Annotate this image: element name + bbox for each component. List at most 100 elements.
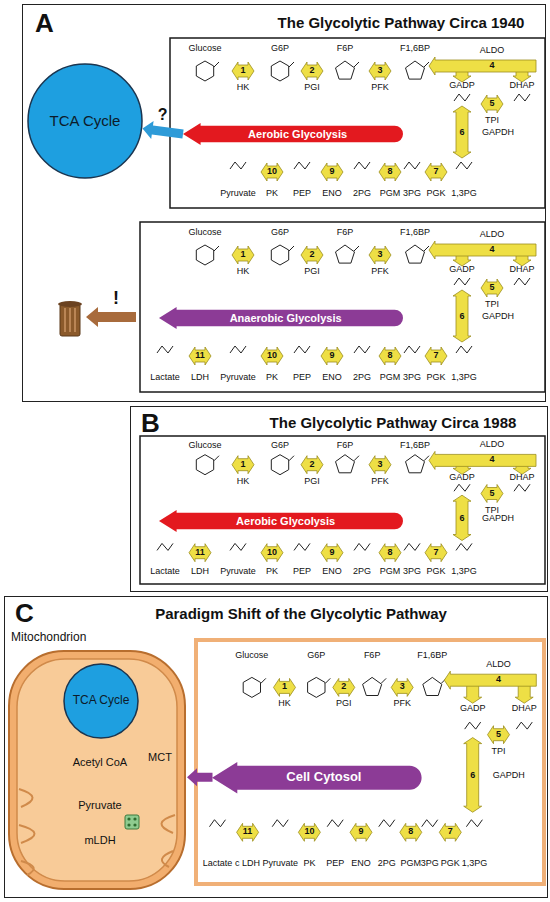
carbon-chain [404, 162, 420, 169]
alert-mark: ! [113, 289, 119, 309]
enzyme-label: PFK [393, 699, 411, 709]
panel-frame: AThe Glycolytic Pathway Circa 1940TCA Cy… [22, 4, 546, 402]
enzyme-arrow [189, 347, 211, 365]
enzyme-number: 5 [489, 283, 494, 293]
enzyme-number: 9 [358, 827, 363, 837]
bond-line [354, 62, 359, 67]
bond-line [354, 246, 359, 251]
pathway-box [140, 436, 545, 584]
pathway-label: Anaerobic Glycolysis [230, 312, 342, 325]
enzyme-label: ALDO [480, 46, 505, 56]
enzyme-arrow [481, 485, 503, 503]
enzyme-number: 10 [267, 351, 277, 361]
trash-stripe [69, 308, 71, 332]
enzyme-arrow [444, 671, 536, 689]
enzyme-label: PGM [401, 859, 422, 869]
enzyme-label: ENO [322, 189, 342, 199]
enzyme-number: 6 [459, 514, 464, 524]
bond-line [424, 62, 429, 67]
enzyme-label: PK [303, 859, 315, 869]
metabolite-label: G6P [271, 44, 289, 54]
enzyme-label: GAPDH [493, 771, 525, 781]
bond-line [325, 678, 330, 683]
carbon-chain [157, 543, 173, 550]
enzyme-arrow [464, 738, 482, 813]
carbon-chain [157, 346, 173, 353]
enzyme-label: ENO [322, 373, 342, 383]
enzyme-number: 6 [459, 312, 464, 322]
cycle-label: TCA Cycle [73, 694, 130, 708]
enzyme-label: HK [237, 477, 250, 487]
carbon-chain [294, 543, 310, 550]
enzyme-label: PK [266, 373, 278, 383]
carbon-chain [454, 278, 470, 285]
metabolite-label: F6P [337, 228, 354, 238]
carbon-chain [456, 346, 472, 353]
pathway-label: Cell Cytosol [286, 770, 361, 785]
enzyme-number: 6 [470, 771, 475, 781]
enzyme-label: PFK [371, 267, 389, 277]
enzyme-label: LDH [191, 373, 209, 383]
enzyme-label: PGI [304, 477, 320, 487]
sugar-ring [363, 677, 382, 695]
panel-frame: CParadigm Shift of the Glycolytic Pathwa… [4, 596, 548, 898]
enzyme-label: PGM [380, 373, 401, 383]
enzyme-number: 4 [489, 245, 494, 255]
enzyme-number: 7 [433, 351, 438, 361]
bond-line [289, 62, 294, 67]
enzyme-label: TPI [491, 747, 505, 757]
sugar-ring [196, 61, 213, 81]
enzyme-arrow [333, 678, 355, 696]
carbon-chain [514, 484, 530, 491]
enzyme-number: 10 [267, 167, 277, 177]
sugar-ring [271, 61, 288, 81]
sugar-ring [423, 677, 442, 695]
metabolite-label: F6P [364, 651, 381, 661]
metabolite-label: F1,6BP [400, 44, 430, 54]
enzyme-arrow [298, 823, 320, 841]
enzyme-label: PGK [426, 373, 445, 383]
panel-frame: BThe Glycolytic Pathway Circa 1988Aerobi… [130, 406, 548, 592]
metabolite-label: Glucose [235, 651, 268, 661]
bond-line [424, 456, 429, 461]
circle-outline [28, 64, 142, 178]
enzyme-arrow [350, 823, 372, 841]
metabolite-label: 1,3PG [451, 373, 477, 383]
sugar-ring [406, 61, 425, 79]
trash-stripe [74, 308, 76, 332]
enzyme-label: GAPDH [482, 128, 514, 138]
enzyme-label: PGK [441, 859, 460, 869]
enzyme-number: 7 [433, 548, 438, 558]
ldh-marker [125, 815, 139, 829]
enzyme-number: 5 [489, 489, 494, 499]
enzyme-arrow [425, 544, 447, 562]
enzyme-label: PK [266, 567, 278, 577]
enzyme-arrow [261, 347, 283, 365]
carbon-chain [454, 94, 470, 101]
flow-connector [143, 121, 184, 139]
sugar-ring [271, 245, 288, 265]
enzyme-arrow [189, 544, 211, 562]
enzyme-number: 9 [329, 351, 334, 361]
enzyme-number: 5 [489, 99, 494, 109]
bond-line [381, 678, 386, 683]
metabolite-label: 3PG [403, 189, 421, 199]
enzyme-number: 2 [309, 250, 314, 260]
carbon-chain [465, 722, 481, 729]
enzyme-arrow [232, 62, 254, 80]
mitochondrial-label: Acetyl CoA [73, 756, 127, 768]
trash-can [60, 304, 80, 336]
connector-arrow [143, 121, 184, 139]
carbon-chain [454, 484, 470, 491]
enzyme-arrow [379, 163, 401, 181]
sugar-ring [308, 677, 325, 697]
bond-line [214, 456, 219, 461]
enzyme-arrow [301, 62, 323, 80]
carbon-chain [516, 722, 532, 729]
enzyme-label: ENO [351, 859, 371, 869]
metabolite-label: 1,3PG [451, 189, 477, 199]
enzyme-label: HK [278, 699, 291, 709]
carbon-chain [354, 162, 370, 169]
enzyme-number: 4 [489, 455, 494, 465]
metabolite-label: GADP [449, 473, 475, 483]
